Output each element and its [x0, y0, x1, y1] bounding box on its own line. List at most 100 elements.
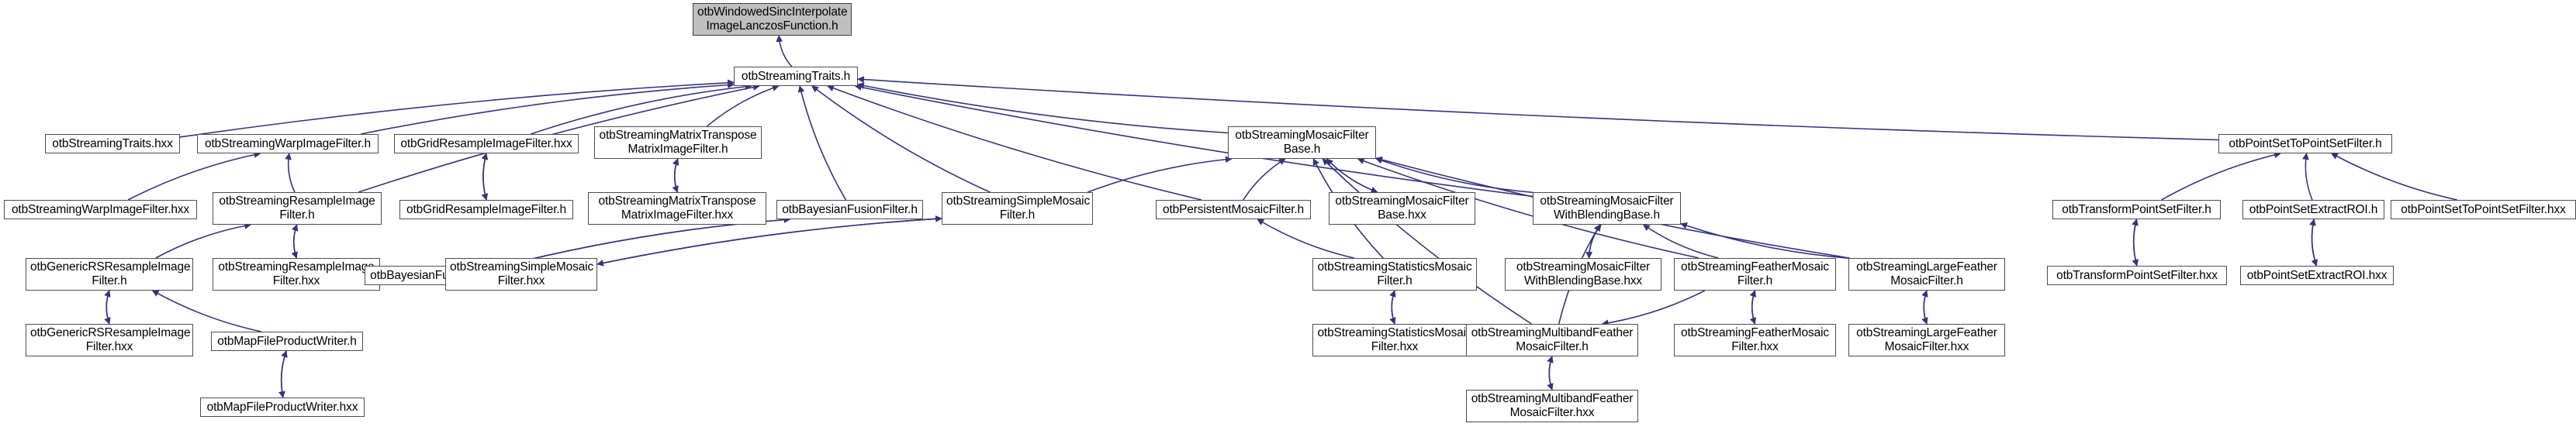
- graph-node-label: otbStreamingMosaicFilter WithBlendingBas…: [1540, 194, 1674, 222]
- graph-edge: [1243, 158, 1286, 201]
- graph-node[interactable]: otbStreamingStatisticsMosaic Filter.h: [1312, 258, 1477, 291]
- graph-node[interactable]: otbStreamingMultibandFeather MosaicFilte…: [1466, 324, 1638, 356]
- graph-node[interactable]: otbGenericRSResampleImage Filter.hxx: [26, 324, 193, 356]
- graph-node[interactable]: otbPointSetExtractROI.hxx: [2240, 266, 2394, 285]
- graph-node-label: otbStreamingWarpImageFilter.h: [205, 136, 371, 150]
- graph-node[interactable]: otbStreamingSimpleMosaic Filter.h: [942, 192, 1093, 225]
- graph-edge: [1680, 222, 1849, 259]
- graph-edge: [2302, 153, 2313, 201]
- graph-node[interactable]: otbTransformPointSetFilter.h: [2052, 200, 2221, 219]
- graph-node-label: otbStreamingMosaicFilter Base.h: [1235, 129, 1369, 156]
- graph-node[interactable]: otbMapFileProductWriter.hxx: [200, 398, 365, 417]
- graph-node[interactable]: otbBayesianFusionFilter.h: [776, 200, 923, 219]
- graph-node[interactable]: otbStreamingResampleImage Filter.h: [213, 192, 382, 225]
- graph-edge: [672, 158, 679, 193]
- graph-edge: [1326, 158, 1378, 193]
- graph-edge: [1257, 219, 1354, 259]
- graph-node[interactable]: otbStreamingWarpImageFilter.h: [197, 134, 379, 153]
- graph-edge: [104, 290, 111, 325]
- graph-node-label: otbMapFileProductWriter.h: [217, 334, 357, 348]
- graph-edge: [1642, 224, 1719, 259]
- graph-edge: [285, 153, 296, 193]
- graph-edge: [672, 158, 679, 193]
- graph-node-label: otbStreamingLargeFeather MosaicFilter.hx…: [1856, 326, 1997, 353]
- graph-edge: [278, 350, 287, 398]
- graph-node-label: otbBayesianFusionFilter.h: [782, 202, 918, 216]
- graph-edge: [2309, 219, 2318, 267]
- graph-edge: [104, 290, 111, 325]
- graph-node-label: otbStreamingTraits.hxx: [52, 136, 173, 150]
- graph-node[interactable]: otbPointSetExtractROI.h: [2242, 200, 2384, 219]
- graph-node-label: otbPointSetExtractROI.hxx: [2246, 268, 2388, 282]
- graph-node[interactable]: otbStreamingMosaicFilter Base.h: [1228, 126, 1376, 159]
- graph-node[interactable]: otbGridResampleImageFilter.hxx: [394, 134, 579, 153]
- graph-node[interactable]: otbMapFileProductWriter.h: [211, 332, 363, 351]
- graph-edge: [1588, 224, 1602, 259]
- graph-edge: [857, 76, 2219, 141]
- graph-node[interactable]: otbPointSetToPointSetFilter.h: [2218, 134, 2392, 153]
- graph-node[interactable]: otbStreamingStatisticsMosaic Filter.hxx: [1312, 324, 1477, 356]
- graph-edge: [1921, 290, 1928, 325]
- graph-node[interactable]: otbStreamingMatrixTranspose MatrixImageF…: [594, 126, 762, 159]
- graph-edge: [1921, 290, 1928, 325]
- graph-edge: [1749, 290, 1757, 325]
- graph-node[interactable]: otbPointSetToPointSetFilter.hxx: [2391, 200, 2576, 219]
- graph-node[interactable]: otbStreamingLargeFeather MosaicFilter.hx…: [1848, 324, 2005, 356]
- graph-edge: [857, 82, 1229, 134]
- graph-node[interactable]: otbStreamingWarpImageFilter.hxx: [4, 200, 197, 219]
- graph-node-label: otbStreamingMultibandFeather MosaicFilte…: [1471, 392, 1634, 419]
- graph-node[interactable]: otbGridResampleImageFilter.h: [399, 200, 573, 219]
- graph-node[interactable]: otbStreamingTraits.h: [734, 67, 858, 86]
- graph-edge: [1547, 356, 1554, 391]
- graph-node-label: otbGridResampleImageFilter.hxx: [400, 136, 572, 150]
- graph-node-label: otbStreamingLargeFeather MosaicFilter.h: [1856, 260, 1997, 287]
- graph-edge: [1601, 290, 1706, 327]
- graph-node-label: otbStreamingTraits.h: [741, 69, 851, 83]
- graph-edge: [1585, 224, 1602, 259]
- graph-edge: [1322, 158, 1532, 325]
- graph-edge: [291, 224, 299, 259]
- graph-node-label: otbPointSetExtractROI.h: [2249, 202, 2378, 216]
- graph-node-label: otbGenericRSResampleImage Filter.h: [30, 260, 191, 287]
- graph-node-label: otbStreamingSimpleMosaic Filter.hxx: [450, 260, 594, 287]
- graph-node-label: otbPointSetToPointSetFilter.h: [2228, 136, 2382, 150]
- graph-node-label: otbGenericRSResampleImage Filter.hxx: [30, 326, 191, 353]
- graph-edge: [1087, 156, 1233, 193]
- graph-edge: [1749, 290, 1757, 325]
- graph-node-label: otbWindowedSincInterpolate ImageLanczosF…: [697, 5, 848, 33]
- graph-node[interactable]: otbWindowedSincInterpolate ImageLanczosF…: [693, 3, 852, 36]
- graph-node[interactable]: otbStreamingMosaicFilter Base.hxx: [1329, 192, 1475, 225]
- graph-node-label: otbTransformPointSetFilter.h: [2062, 202, 2211, 216]
- graph-edge: [811, 85, 991, 193]
- graph-node[interactable]: otbStreamingFeatherMosaic Filter.hxx: [1674, 324, 1836, 356]
- graph-node-label: otbStreamingMultibandFeather MosaicFilte…: [1471, 326, 1634, 353]
- graph-edge: [481, 153, 489, 201]
- graph-node[interactable]: otbStreamingMatrixTranspose MatrixImageF…: [588, 192, 766, 225]
- graph-node[interactable]: otbStreamingMultibandFeather MosaicFilte…: [1466, 390, 1638, 422]
- graph-node-label: otbStreamingMosaicFilter WithBlendingBas…: [1516, 260, 1651, 287]
- graph-edge: [1389, 290, 1396, 325]
- graph-edge: [596, 215, 942, 265]
- graph-node-label: otbGridResampleImageFilter.h: [406, 202, 566, 216]
- graph-node-label: otbStreamingMatrixTranspose MatrixImageF…: [598, 194, 756, 222]
- graph-node[interactable]: otbStreamingMosaicFilter WithBlendingBas…: [1533, 192, 1681, 225]
- graph-node[interactable]: otbStreamingTraits.hxx: [45, 134, 180, 153]
- graph-node[interactable]: otbStreamingFeatherMosaic Filter.h: [1674, 258, 1836, 291]
- graph-node[interactable]: otbGenericRSResampleImage Filter.h: [26, 258, 193, 291]
- graph-edge: [1375, 157, 1533, 194]
- graph-edge: [854, 84, 1533, 198]
- graph-edge: [2330, 153, 2457, 201]
- graph-edge: [827, 84, 1202, 201]
- graph-node[interactable]: otbStreamingMosaicFilter WithBlendingBas…: [1505, 258, 1661, 291]
- graph-node[interactable]: otbPersistentMosaicFilter.h: [1156, 200, 1311, 219]
- graph-node-label: otbStreamingSimpleMosaic Filter.h: [946, 194, 1091, 222]
- graph-node[interactable]: otbStreamingSimpleMosaic Filter.hxx: [445, 258, 597, 291]
- graph-node[interactable]: otbStreamingLargeFeather MosaicFilter.h: [1848, 258, 2005, 291]
- graph-edge: [596, 218, 942, 267]
- graph-node[interactable]: otbTransformPointSetFilter.hxx: [2047, 266, 2227, 285]
- graph-node-label: otbStreamingFeatherMosaic Filter.h: [1681, 260, 1829, 287]
- graph-node[interactable]: otbStreamingResampleImage Filter.hxx: [213, 258, 380, 291]
- graph-edge: [1547, 356, 1554, 391]
- graph-edge: [481, 153, 489, 201]
